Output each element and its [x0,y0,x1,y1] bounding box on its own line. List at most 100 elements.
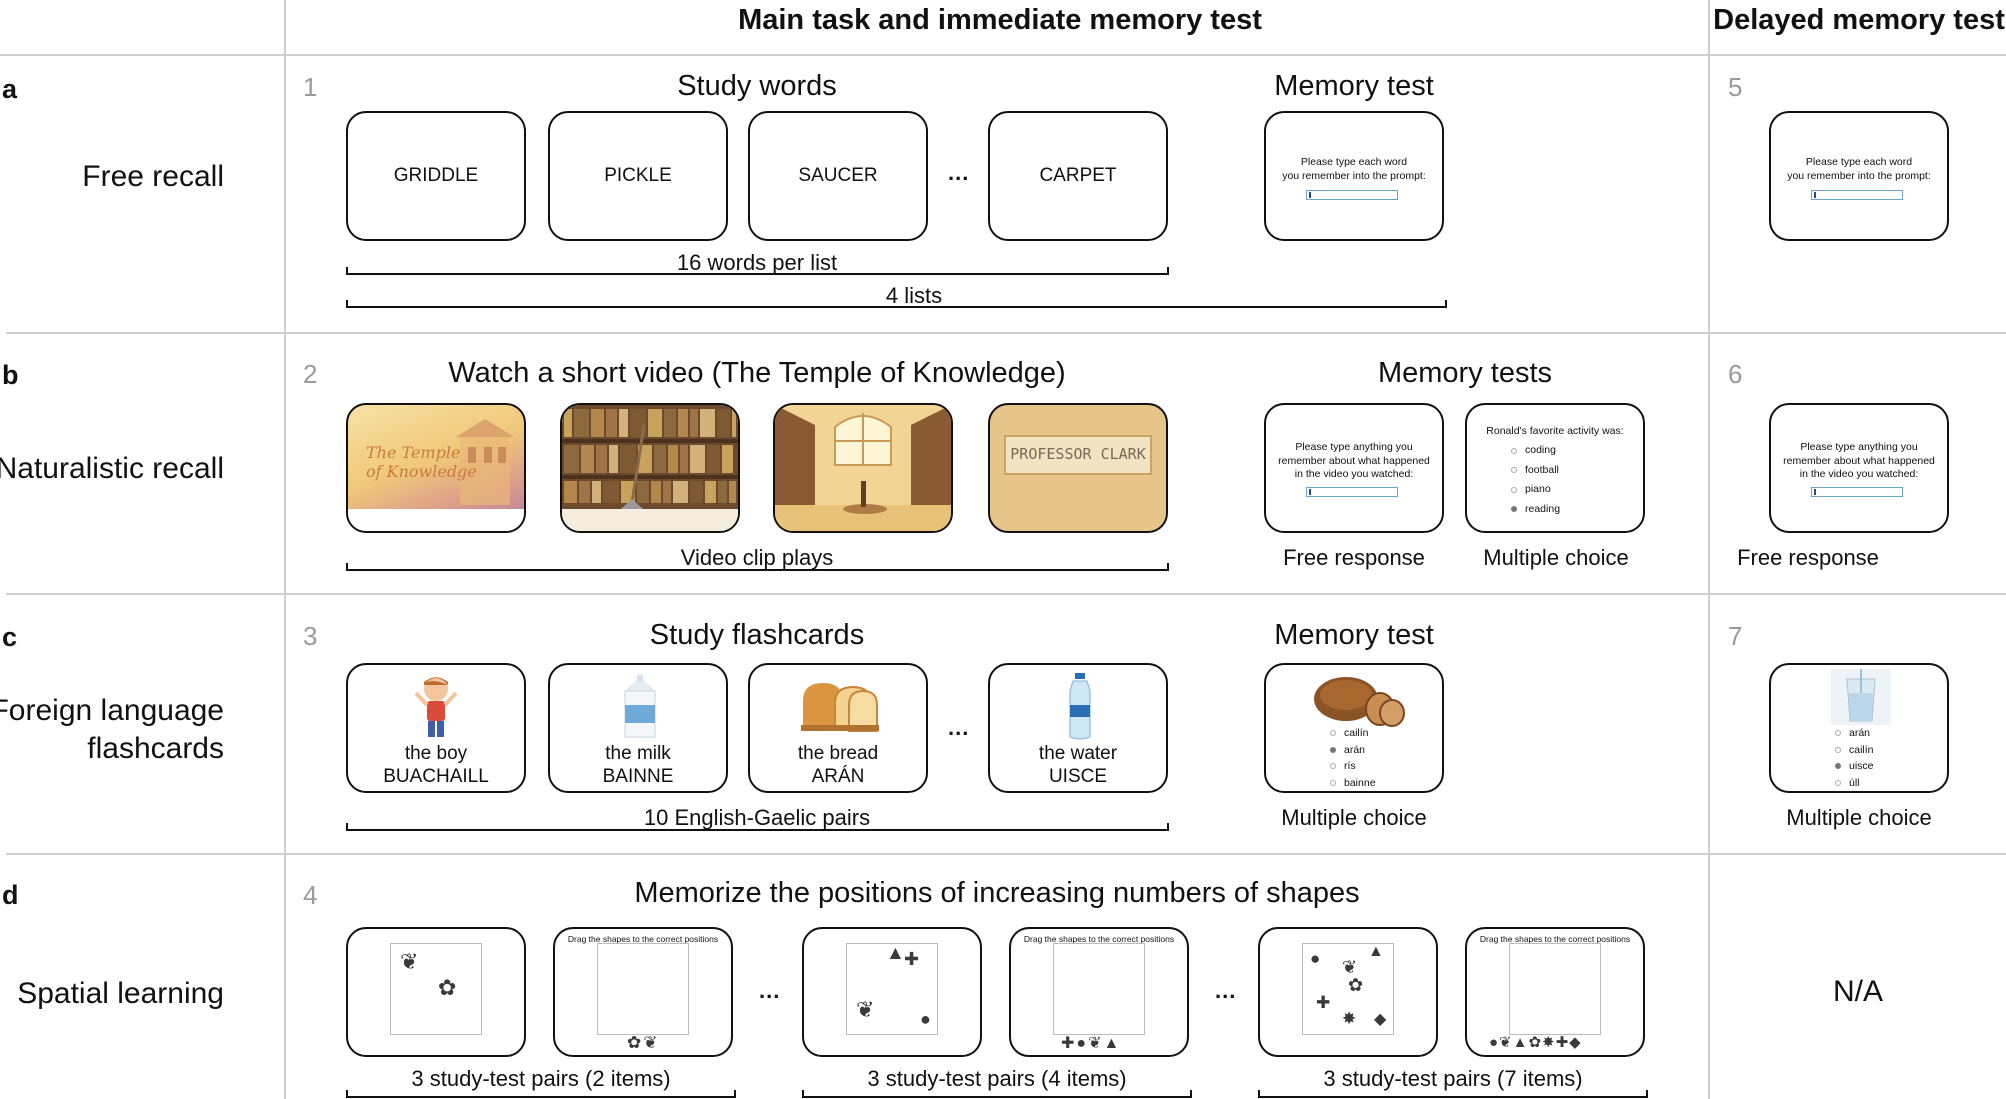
shape-tray[interactable]: ✚●❦▲ [1061,1035,1122,1052]
row-name-line2: flashcards [87,731,224,765]
radio-icon[interactable] [1330,779,1336,786]
radio-icon[interactable] [1835,746,1841,753]
row-letter-b: b [2,360,19,390]
book-spine [638,445,652,473]
book-spine [717,409,730,437]
puzzle-icon: ✚ [1316,993,1331,1012]
step-number-3: 3 [303,621,318,651]
english-word: the boy [404,743,468,764]
bracket-label-16-words: 16 words per list [676,250,838,275]
english-word: the water [1038,743,1118,764]
radio-icon[interactable] [1835,730,1841,737]
water-bottle-icon [1069,673,1091,740]
row-letter-d: d [2,880,19,910]
flashcard: the milk BAINNE [548,663,728,793]
book-spine [596,445,607,473]
spatial-test-screen: Drag the shapes to the correct positions… [1009,927,1189,1057]
step-number-7: 7 [1728,621,1743,651]
prompt-line: you remember into the prompt: [1787,169,1931,182]
delayed-free-recall-test-screen: Please type each word you remember into … [1769,111,1949,241]
leaf-icon: ❦ [400,949,419,974]
radio-icon[interactable] [1330,730,1336,737]
bracket-pairs-4 [802,1090,1192,1098]
recall-prompt: Please type each word you remember into … [1771,156,1947,183]
video-frame-bookshelf [560,403,740,533]
recall-input[interactable] [1306,190,1398,200]
book-spine [564,445,579,473]
sign-text: PROFESSOR CLARK [1010,445,1146,463]
memory-tests-heading-b: Memory tests [1377,357,1553,389]
water-glass-icon [1831,669,1891,725]
row-divider-header [0,54,2006,56]
word-card: CARPET [988,111,1168,241]
video-frame-library [773,403,953,533]
mc-option[interactable]: bainne [1330,775,1376,792]
flower-icon: ✿ [438,975,457,1000]
shape-tray[interactable]: ●❦▲✿✸✚◆ [1489,1034,1582,1051]
mc-option[interactable]: uisce [1835,758,1874,775]
word-card: PICKLE [548,111,728,241]
bracket-pairs-2 [346,1090,736,1098]
book-spine [592,481,601,503]
mc-option[interactable]: cailín [1835,742,1874,759]
column-divider-left [284,0,286,1099]
prompt-line: Please type anything you [1800,441,1918,453]
book-spine [729,481,736,503]
mc-option[interactable]: piano [1511,480,1560,500]
book-spine [700,409,715,437]
option-label: coding [1525,444,1556,456]
row-name-free-recall: Free recall [82,160,224,193]
option-label: football [1525,463,1559,476]
book-spine [606,409,617,437]
book-spine [581,445,594,473]
radio-icon[interactable] [1835,779,1841,786]
spatial-test-screen: Drag the shapes to the correct positions… [553,927,733,1057]
spatial-study-screen: ● ▲ ❦ ✿ ✚ ✸ ◆ [1258,927,1438,1057]
mc-option[interactable]: úll [1835,775,1874,792]
radio-icon[interactable] [1511,447,1517,454]
radio-icon[interactable] [1511,486,1517,493]
radio-selected-icon[interactable] [1835,763,1841,770]
radio-icon[interactable] [1330,763,1336,770]
radio-selected-icon[interactable] [1330,746,1336,753]
mc-option[interactable]: football [1511,461,1560,481]
english-word: the milk [605,743,671,764]
mc-option[interactable]: rís [1330,758,1376,775]
book-spine [678,409,688,437]
gaelic-word: UISCE [1048,766,1108,787]
bracket-video [346,563,1169,571]
ellipsis: ... [948,715,970,740]
bookshelf-illustration [562,405,738,531]
book-spine [648,409,662,437]
bread-loaf-icon [801,683,879,732]
mc-option[interactable]: reading [1511,500,1560,520]
radio-selected-icon[interactable] [1511,506,1517,513]
step-number-1: 1 [303,72,318,102]
word-text: PICKLE [604,165,672,186]
book-spine [680,445,688,473]
delayed-free-response-label: Free response [1737,545,1879,570]
option-label: uisce [1849,760,1874,772]
recall-input[interactable] [1811,190,1903,200]
book-spine [673,481,688,503]
shape-tray[interactable]: ✿❦ [627,1033,660,1052]
main-column-header: Main task and immediate memory test [738,4,1262,36]
recall-input[interactable] [1306,487,1398,497]
book-spine [609,445,618,473]
book-spine [732,409,736,437]
row-letter-c: c [2,622,18,652]
mc-option[interactable]: coding [1511,441,1560,461]
radio-icon[interactable] [1511,467,1517,474]
book-spine [690,445,705,473]
recall-input[interactable] [1811,487,1903,497]
mc-option[interactable]: arán [1330,742,1376,759]
temple-illustration [348,419,524,531]
bracket-label-pairs-7: 3 study-test pairs (7 items) [1323,1066,1583,1091]
row-divider-bc [6,593,2006,595]
mc-question: Ronald's favorite activity was: [1486,425,1624,437]
book-spine [591,409,604,437]
mc-option[interactable]: cailín [1330,725,1376,742]
mc-option[interactable]: arán [1835,725,1874,742]
shape-grid [597,943,689,1035]
book-spine [690,481,703,503]
